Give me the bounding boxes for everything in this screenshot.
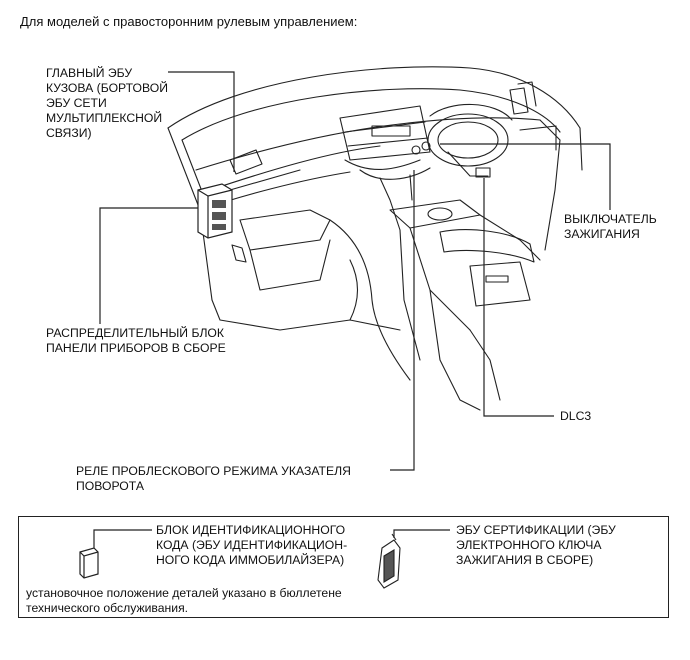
flasher-relay-label: РЕЛЕ ПРОБЛЕСКОВОГО РЕЖИМА УКАЗАТЕЛЯ ПОВО… xyxy=(76,464,351,493)
body-ecu-icon xyxy=(197,183,233,239)
junction-block-label: РАСПРЕДЕЛИТЕЛЬНЫЙ БЛОК ПАНЕЛИ ПРИБОРОВ В… xyxy=(46,326,226,355)
id-code-box-label: БЛОК ИДЕНТИФИКАЦИОННОГО КОДА (ЭБУ ИДЕНТИ… xyxy=(156,523,348,567)
legend-box xyxy=(18,516,669,618)
ignition-switch-label: ВЫКЛЮЧАТЕЛЬ ЗАЖИГАНИЯ xyxy=(564,212,657,241)
certification-ecu-icon xyxy=(377,533,401,589)
id-code-box-icon xyxy=(79,547,99,579)
body-ecu-label: ГЛАВНЫЙ ЭБУ КУЗОВА (БОРТОВОЙ ЭБУ СЕТИ МУ… xyxy=(46,66,168,140)
legend-note: установочное положение деталей указано в… xyxy=(26,586,342,615)
dlc3-label: DLC3 xyxy=(560,409,592,423)
certification-ecu-label: ЭБУ СЕРТИФИКАЦИИ (ЭБУ ЭЛЕКТРОННОГО КЛЮЧА… xyxy=(456,523,616,567)
page-title: Для моделей с правосторонним рулевым упр… xyxy=(20,14,358,29)
